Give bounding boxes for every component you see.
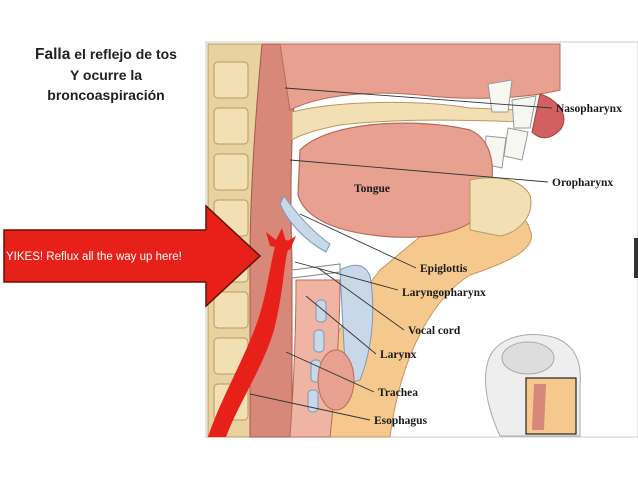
label-larynx: Larynx [380,349,417,361]
label-laryngopharynx: Laryngopharynx [402,287,486,299]
upper-tooth [488,80,512,112]
tracheal-ring [314,330,324,352]
label-esophagus: Esophagus [374,415,428,427]
label-trachea: Trachea [378,387,418,399]
label-tongue: Tongue [354,183,390,195]
inset-head-diagram [485,335,580,436]
anatomy-illustration: Nasopharynx Oropharynx Tongue Epiglottis… [206,42,638,437]
arrow-text: YIKES! Reflux all the way up here! [6,251,182,263]
vertebra [214,154,248,190]
inset-brain [502,342,554,374]
vertebra [214,292,248,328]
inset-throat [532,384,546,430]
reflux-callout-arrow: YIKES! Reflux all the way up here! [4,206,260,306]
vertebra [214,108,248,144]
label-vocal-cord: Vocal cord [408,325,461,337]
label-oropharynx: Oropharynx [552,177,613,189]
label-epiglottis: Epiglottis [420,263,468,275]
tongue [298,123,492,237]
vertebra [214,62,248,98]
label-nasopharynx: Nasopharynx [556,103,622,115]
right-edge-mark [634,238,638,278]
